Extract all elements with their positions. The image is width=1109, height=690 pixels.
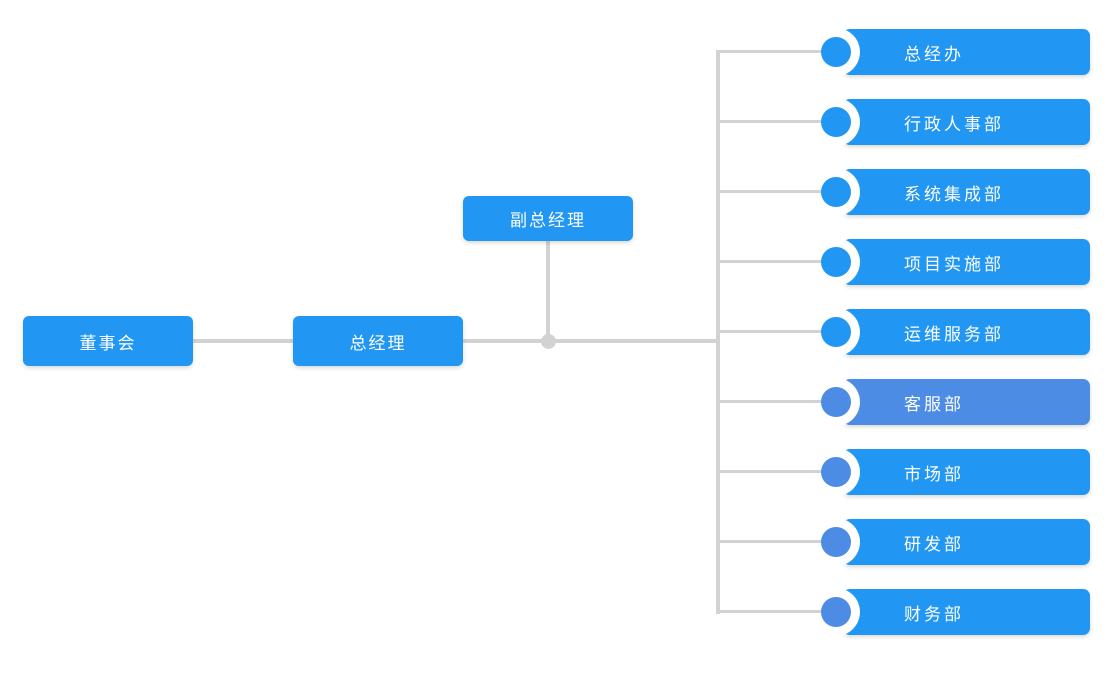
node-gm-label: 总经理 (349, 333, 407, 353)
department-label: 客服部 (904, 394, 964, 414)
department-box[interactable]: 总经办 (843, 29, 1090, 75)
connector-branch-line (718, 540, 826, 543)
node-circle-icon[interactable] (821, 527, 851, 557)
node-circle-icon[interactable] (821, 177, 851, 207)
connector-branch-line (718, 120, 826, 123)
connector-branch-line (718, 610, 826, 613)
node-circle-icon[interactable] (821, 457, 851, 487)
node-deputy-label: 副总经理 (510, 211, 586, 230)
junction-dot (541, 334, 556, 349)
node-circle-icon[interactable] (821, 317, 851, 347)
connector-deputy-vertical (546, 241, 550, 340)
node-circle-icon[interactable] (821, 247, 851, 277)
department-row: 研发部 (0, 518, 1109, 566)
department-label: 研发部 (904, 534, 964, 554)
node-circle-icon[interactable] (821, 387, 851, 417)
department-label: 项目实施部 (904, 254, 1004, 274)
connector-branch-line (718, 330, 826, 333)
department-box[interactable]: 客服部 (843, 379, 1090, 425)
department-label: 总经办 (904, 44, 964, 64)
connector-board-to-gm (193, 339, 293, 343)
department-label: 行政人事部 (904, 114, 1004, 134)
connector-branch-line (718, 50, 826, 53)
connector-gm-to-trunk (463, 339, 720, 343)
department-row: 总经办 (0, 28, 1109, 76)
node-circle-icon[interactable] (821, 597, 851, 627)
department-label: 市场部 (904, 464, 964, 484)
department-label: 运维服务部 (904, 324, 1004, 344)
department-box[interactable]: 系统集成部 (843, 169, 1090, 215)
department-row: 系统集成部 (0, 168, 1109, 216)
department-box[interactable]: 市场部 (843, 449, 1090, 495)
connector-branch-line (718, 470, 826, 473)
connector-branch-line (718, 190, 826, 193)
node-general-manager[interactable]: 总经理 (293, 316, 463, 366)
department-row: 行政人事部 (0, 98, 1109, 146)
department-label: 系统集成部 (904, 184, 1004, 204)
connector-branch-line (718, 260, 826, 263)
node-deputy-general-manager[interactable]: 副总经理 (463, 196, 633, 241)
department-row: 项目实施部 (0, 238, 1109, 286)
connector-branch-line (718, 400, 826, 403)
node-board-label: 董事会 (79, 333, 137, 353)
department-box[interactable]: 财务部 (843, 589, 1090, 635)
department-row: 客服部 (0, 378, 1109, 426)
department-box[interactable]: 行政人事部 (843, 99, 1090, 145)
node-circle-icon[interactable] (821, 107, 851, 137)
node-board-of-directors[interactable]: 董事会 (23, 316, 193, 366)
department-row: 市场部 (0, 448, 1109, 496)
department-box[interactable]: 项目实施部 (843, 239, 1090, 285)
node-circle-icon[interactable] (821, 37, 851, 67)
department-row: 运维服务部 (0, 308, 1109, 356)
department-label: 财务部 (904, 604, 964, 624)
department-box[interactable]: 运维服务部 (843, 309, 1090, 355)
department-row: 财务部 (0, 588, 1109, 636)
department-box[interactable]: 研发部 (843, 519, 1090, 565)
